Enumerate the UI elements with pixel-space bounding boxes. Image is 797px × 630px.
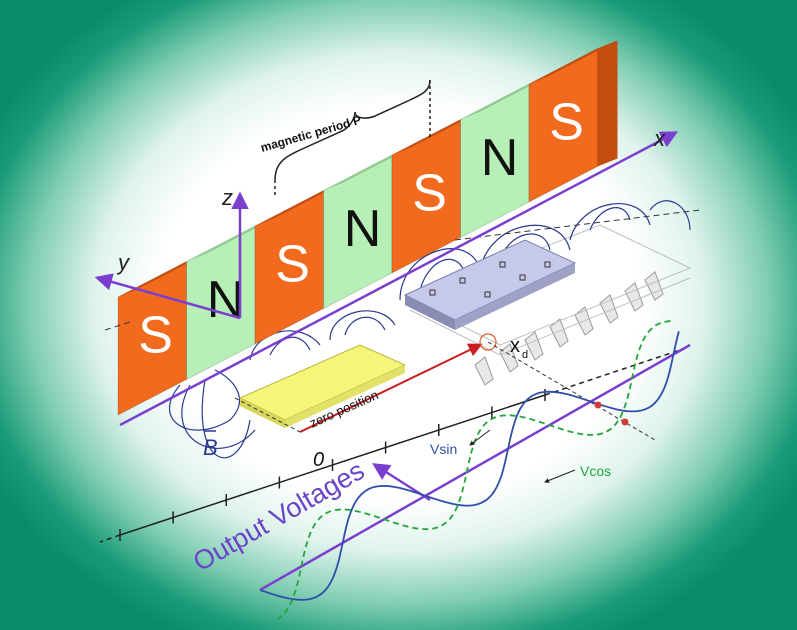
y-axis xyxy=(94,273,241,320)
svg-text:B: B xyxy=(203,435,218,460)
magnet-end-cap xyxy=(597,40,618,167)
wave-crossings xyxy=(594,401,629,426)
vsin-label: Vsin xyxy=(430,441,457,457)
magnet-pole-label: N xyxy=(481,129,519,187)
x-axis xyxy=(119,131,679,427)
sensor-yellow xyxy=(234,344,407,433)
vsin-leader xyxy=(469,429,491,446)
sensor-blue xyxy=(403,239,577,330)
origin-label: 0 xyxy=(313,449,324,471)
magnet-pole-label: S xyxy=(412,164,447,222)
period-label: magnetic period P xyxy=(259,113,363,155)
magnet-pole-label: N xyxy=(207,271,245,329)
period-bracket xyxy=(274,79,431,195)
vcos-label: Vcos xyxy=(580,463,611,479)
magnet-pole-label: S xyxy=(138,306,173,364)
magnet-pole-label: S xyxy=(549,93,584,151)
svg-text:d: d xyxy=(522,349,528,361)
ruler-ticks xyxy=(119,389,546,541)
chip-pins xyxy=(474,271,664,386)
magnet-top-south xyxy=(255,182,344,226)
output-axis xyxy=(259,343,691,592)
axis-y-label: y xyxy=(116,250,131,275)
vsin-wave xyxy=(259,331,680,601)
displacement-marker xyxy=(479,333,497,351)
field-label: B xyxy=(203,430,218,460)
svg-text:x: x xyxy=(510,335,520,357)
magnet-top-north xyxy=(186,218,275,262)
bar-outline xyxy=(104,209,701,331)
displacement-arrow xyxy=(299,343,483,433)
field-lines xyxy=(168,200,691,459)
axis-x-label: x xyxy=(653,126,666,151)
vcos-wave xyxy=(276,320,674,621)
displacement-label: x d xyxy=(510,335,528,361)
axis-z-label: z xyxy=(221,185,233,210)
magnet-top-south xyxy=(118,253,207,297)
output-voltages-label: Output Voltages xyxy=(188,455,369,577)
vcos-leader xyxy=(544,469,576,483)
magnet-top-north xyxy=(460,76,549,120)
magnet-pole-label: S xyxy=(275,235,310,293)
magnet-top-south xyxy=(529,40,618,84)
magnet-pole-label: N xyxy=(344,200,382,258)
magnet-top-south xyxy=(392,111,481,155)
magnet-top-north xyxy=(323,147,412,191)
